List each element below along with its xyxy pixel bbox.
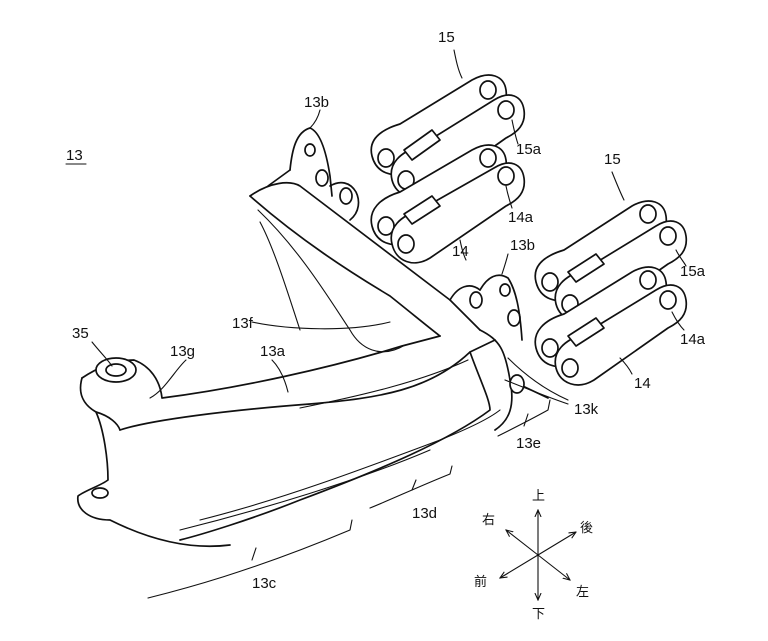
label-14a-right: 14a [680,331,706,348]
label-14-right: 14 [634,375,651,392]
label-15a-right: 15a [680,263,706,280]
link-group-right [534,200,688,386]
label-13a: 13a [260,343,286,360]
label-13c: 13c [252,575,277,592]
dir-up-label: 上 [532,489,545,504]
labels: 13 15 15a 14a 14 13b 13b 15 15a 14a 14 1… [65,29,706,592]
label-15a-top: 15a [516,141,542,158]
label-figure-reference: 13 [66,147,83,164]
label-15-right: 15 [604,151,621,168]
dir-right-side-label: 右 [482,513,495,528]
arrow-left-side [537,554,570,580]
dir-down-label: 下 [532,607,545,622]
label-14-top: 14 [452,243,469,260]
label-13d: 13d [412,505,437,522]
label-14a-top: 14a [508,209,534,226]
direction-indicator: 上 下 右 左 前 後 [474,489,593,622]
arrow-rear [537,532,576,556]
label-13f: 13f [232,315,254,332]
frame-body [77,127,549,548]
dir-front-label: 前 [474,574,487,590]
link-group-upper [370,74,526,264]
label-13k: 13k [574,401,599,418]
label-15-top: 15 [438,29,455,46]
leader-lines [91,49,687,405]
label-13e: 13e [516,435,541,452]
label-13b-right: 13b [510,237,535,254]
label-13b-left: 13b [304,94,329,111]
label-35: 35 [72,325,89,342]
dir-left-side-label: 左 [576,585,589,600]
arrow-front [500,554,539,578]
braces [147,399,551,599]
dir-rear-label: 後 [580,521,593,536]
arrow-right-side [506,530,539,556]
label-13g: 13g [170,343,195,360]
